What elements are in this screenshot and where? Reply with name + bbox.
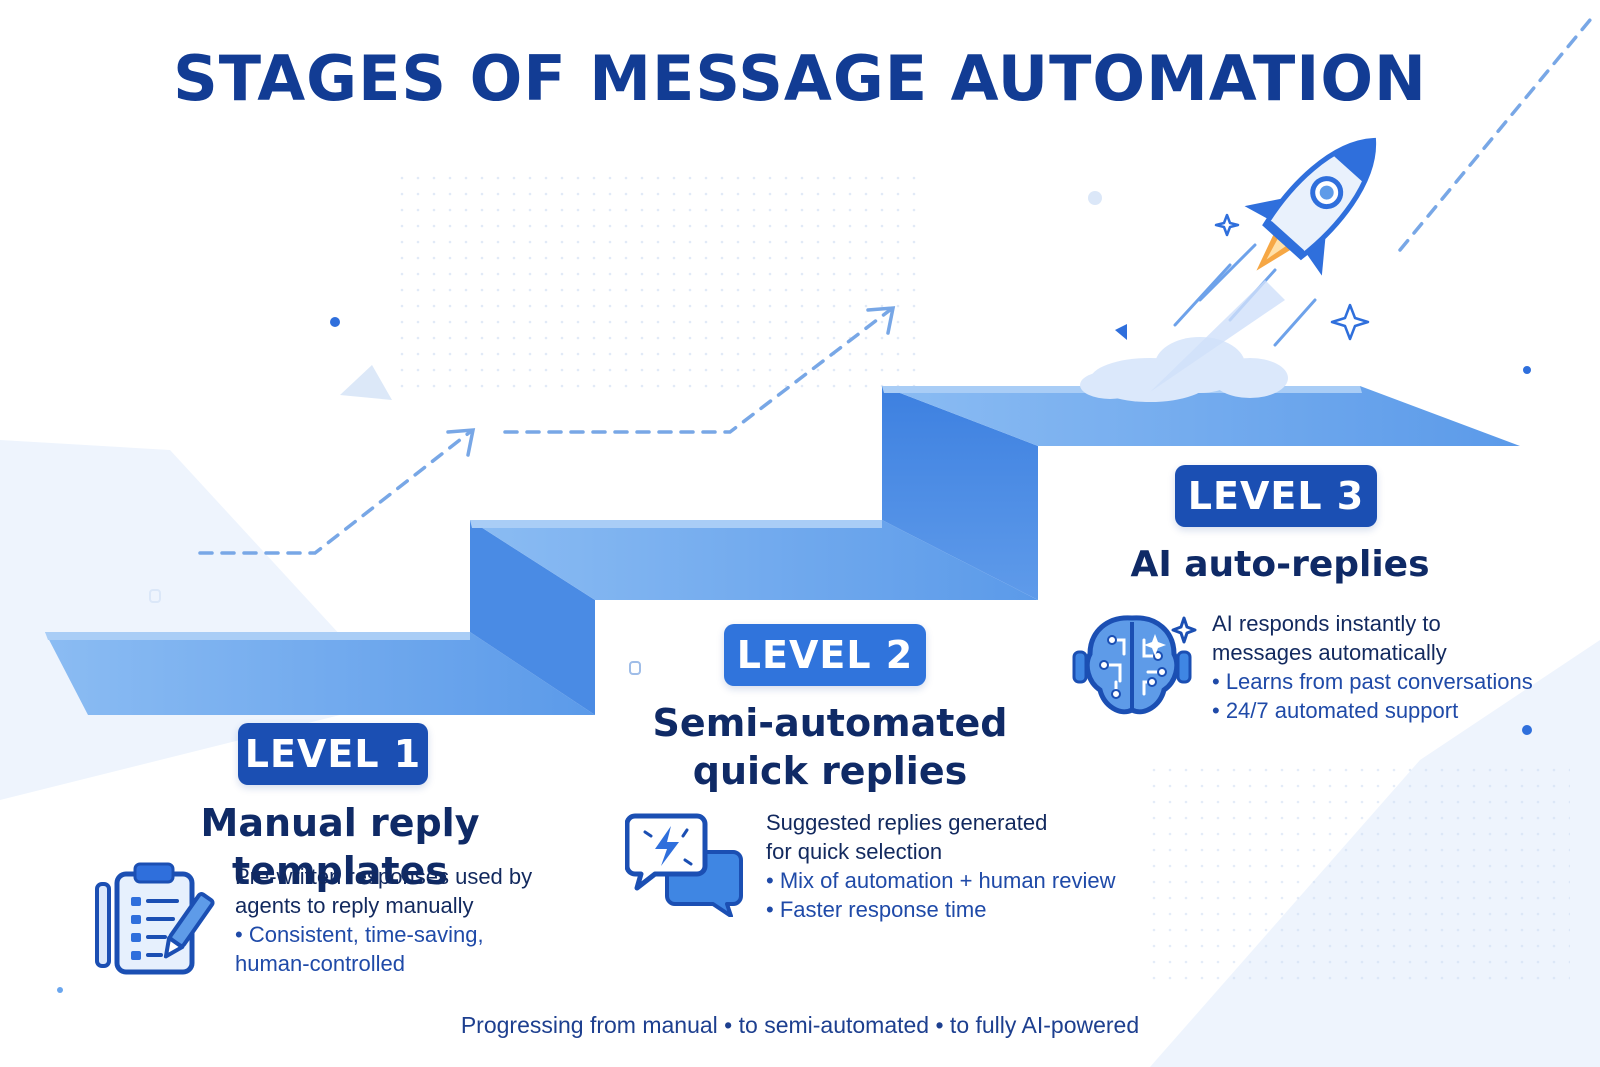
page-title: STAGES OF MESSAGE AUTOMATION: [173, 42, 1427, 115]
level-3-desc-line-2: messages automatically: [1212, 640, 1447, 665]
level-2-bullet-2: • Faster response time: [766, 897, 987, 922]
background-dot-field: [400, 170, 920, 400]
level-1-description: Pre-written responses used by agents to …: [235, 862, 595, 978]
level-3-desc-line-1: AI responds instantly to: [1212, 611, 1441, 636]
dashed-progress-arrow-icon: [198, 18, 1592, 555]
riser-2: [882, 386, 1038, 600]
level-3-bullet-1: • Learns from past conversations: [1212, 669, 1533, 694]
footer-caption: Progressing from manual • to semi-automa…: [460, 1012, 1140, 1038]
level-2-description: Suggested replies generated for quick se…: [766, 808, 1186, 924]
step-3-top: [882, 386, 1520, 446]
level-1-bullet-1: • Consistent, time-saving,: [235, 922, 484, 947]
staircase-steps: [45, 386, 1520, 715]
chat-bubbles-lightning-icon: [625, 813, 743, 917]
level-2-bullet-1: • Mix of automation + human review: [766, 868, 1116, 893]
step-2-top: [470, 520, 1038, 600]
ai-brain-icon: [1072, 615, 1197, 715]
level-1-bullet-2: human-controlled: [235, 951, 405, 976]
level-2-heading-line-1: Semi-automated: [652, 701, 1008, 745]
level-3-bullet-2: • 24/7 automated support: [1212, 698, 1459, 723]
riser-1: [470, 520, 595, 715]
level-1-badge: LEVEL 1: [238, 723, 428, 785]
clipboard-pencil-icon: [95, 862, 215, 975]
background-dot-field-2: [1150, 760, 1570, 980]
level-2-desc-line-1: Suggested replies generated: [766, 810, 1048, 835]
level-2-badge: LEVEL 2: [724, 624, 926, 686]
level-3-badge: LEVEL 3: [1175, 465, 1377, 527]
level-1-heading: Manual reply templates: [200, 801, 480, 893]
level-1-desc-line-2: agents to reply manually: [235, 893, 474, 918]
level-1-desc-line-1: Pre-written responses used by: [235, 864, 533, 889]
level-2-heading-line-2: quick replies: [692, 748, 968, 793]
level-3-heading: AI auto-replies: [1130, 544, 1430, 585]
level-3-description: AI responds instantly to messages automa…: [1212, 609, 1592, 725]
launch-cloud: [1080, 337, 1288, 402]
step-1-top: [45, 632, 595, 715]
level-2-desc-line-2: for quick selection: [766, 839, 943, 864]
rocket-icon: [1244, 137, 1377, 276]
level-2-heading: Semi-automated quick replies: [620, 700, 1040, 795]
